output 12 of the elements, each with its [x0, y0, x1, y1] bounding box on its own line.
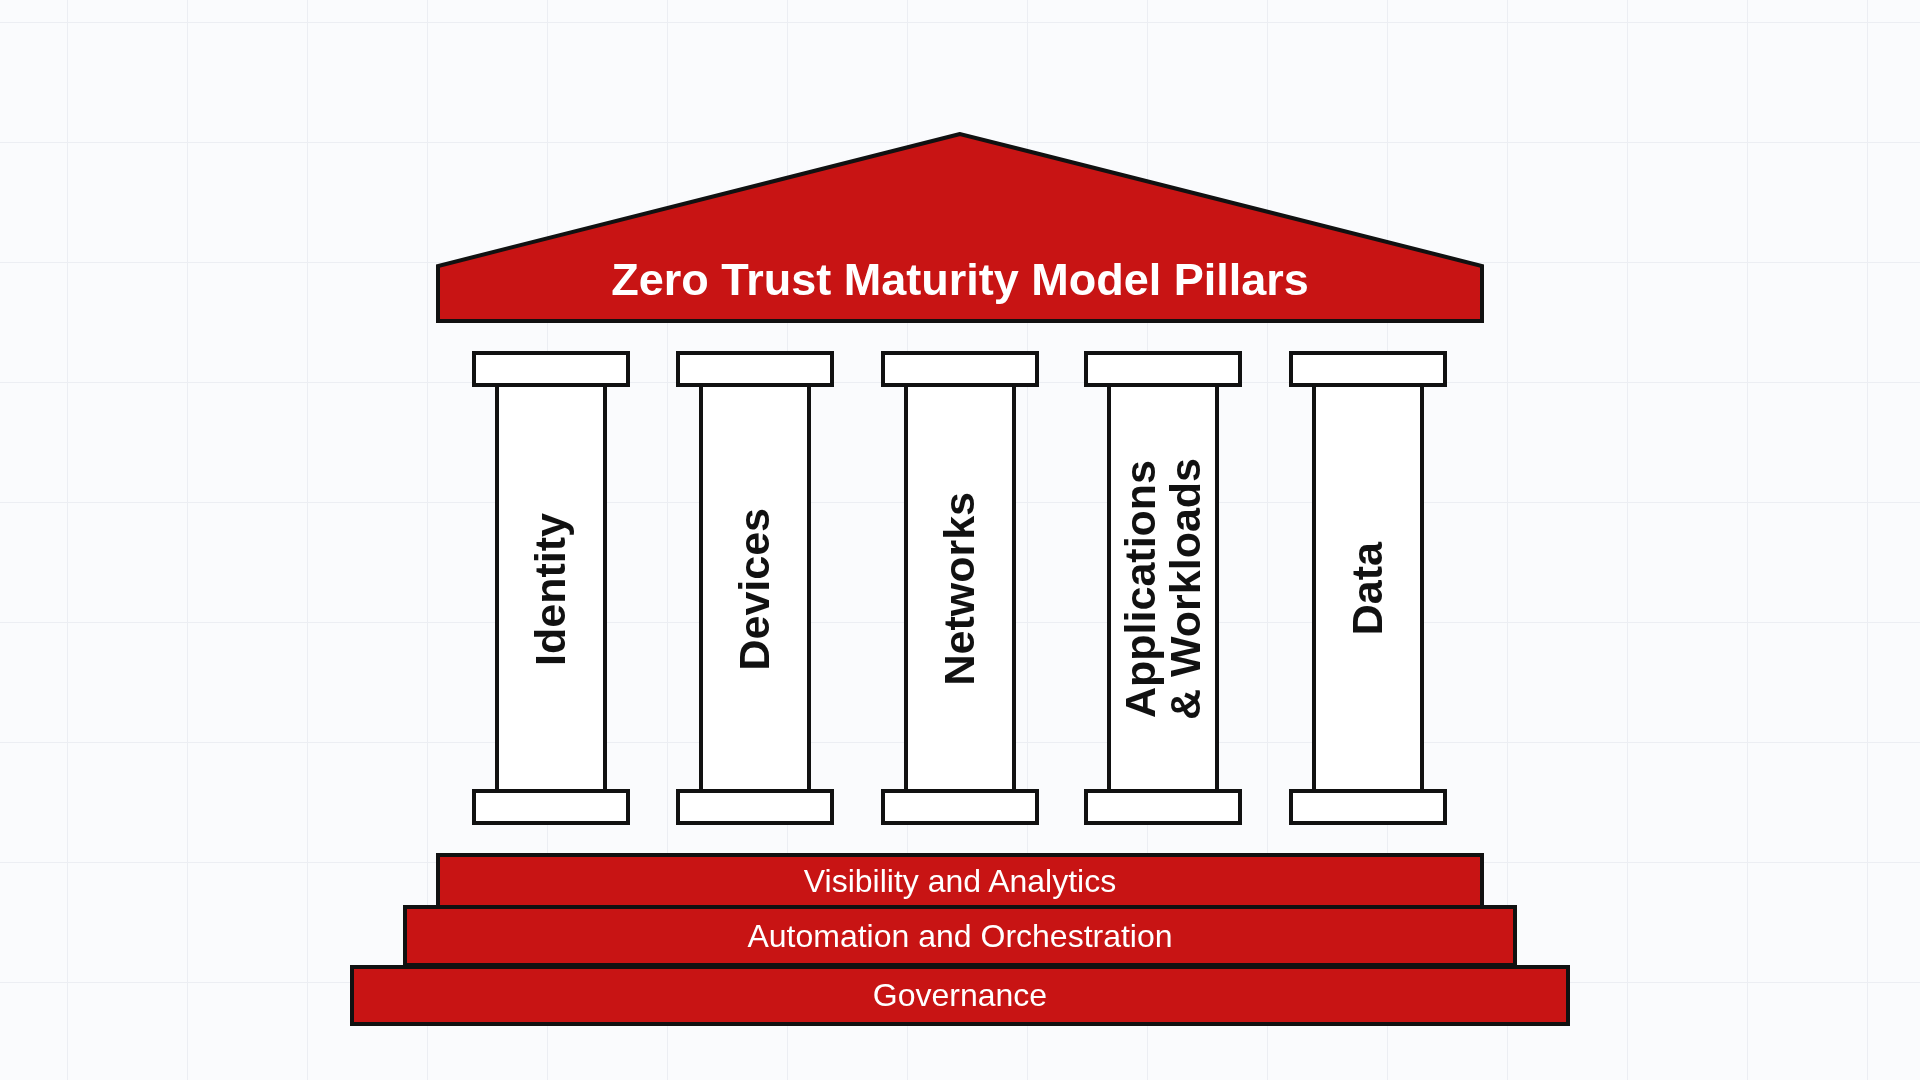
foundation-step — [350, 965, 1570, 1026]
step-label: Automation and Orchestration — [747, 917, 1173, 955]
pillar-label: Data — [1345, 542, 1391, 636]
step-label: Visibility and Analytics — [803, 862, 1117, 900]
pillar-label: Networks — [937, 492, 983, 686]
pillar-label: Devices — [732, 507, 778, 671]
pillar-label: Applications & Workloads — [1117, 457, 1209, 722]
roof-pediment — [436, 132, 1484, 323]
foundation-step — [403, 905, 1517, 967]
pillar-label: Identity — [528, 512, 574, 666]
roof-title: Zero Trust Maturity Model Pillars — [611, 254, 1309, 306]
step-label: Governance — [872, 977, 1048, 1014]
